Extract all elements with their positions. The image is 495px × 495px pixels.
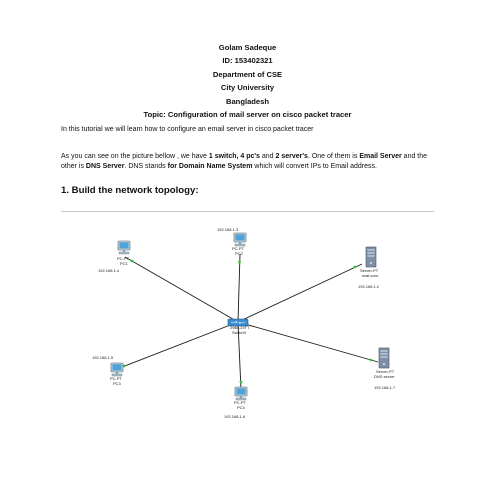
pc2-ip: 192.168.1.3	[217, 227, 239, 232]
para-server-count: 2 server's	[275, 153, 308, 160]
switch-model: 2960-24TT	[230, 325, 250, 330]
intro-paragraph: In this tutorial we will learn how to co…	[61, 126, 314, 133]
server-icon	[365, 246, 377, 268]
link-dot	[369, 358, 373, 362]
pc3-ip: 192.168.1.5	[92, 355, 114, 360]
link-dot	[239, 380, 243, 384]
switch-node[interactable]: 2960-24TT Switch0	[227, 318, 250, 335]
mail-server-name: mail.com	[362, 273, 379, 278]
pc1-ip: 192.168.1.4	[98, 268, 120, 273]
para-text-1: As you can see on the picture bellow , w…	[61, 153, 209, 160]
switch-name: Switch0	[232, 330, 247, 335]
links	[116, 253, 379, 391]
link-dot	[353, 265, 357, 269]
pc2-icon	[233, 232, 247, 247]
topic: Topic: Configuration of mail server on c…	[143, 110, 352, 120]
department: Department of CSE	[212, 69, 283, 79]
para-email-server: Email Server	[359, 153, 402, 160]
link-status-dots	[122, 259, 373, 384]
pc3-icon	[110, 362, 124, 377]
para-text-and: and	[259, 153, 276, 160]
pc1-node[interactable]: PC-PT PC1 192.168.1.4	[98, 240, 131, 273]
description-paragraph: As you can see on the picture bellow , w…	[61, 152, 441, 172]
link-pc1	[124, 256, 239, 323]
topology-svg: 2960-24TT Switch0 192.168.1.3 PC-PT PC2 …	[92, 227, 396, 419]
link-pc3	[116, 321, 239, 370]
server-icon	[378, 347, 390, 369]
pc3-name: PC3	[113, 381, 122, 386]
pc4-node[interactable]: PC-PT PC4 192.168.1.6	[224, 386, 248, 419]
mail-server-ip: 192.168.1.2	[358, 284, 380, 289]
dns-server-type: Server-PT	[376, 369, 395, 374]
mail-server-node[interactable]: Server-PT mail.com 192.168.1.2	[358, 246, 380, 289]
para-switch-count: 1 switch, 4 pc's	[208, 153, 260, 160]
link-dot	[130, 259, 134, 263]
mail-server-type: Server-PT	[360, 268, 379, 273]
divider	[61, 211, 434, 212]
para-text-3: and the other is	[61, 153, 428, 170]
section-heading: 1. Build the network topology:	[61, 185, 199, 196]
para-dns-full: for Domain Name System	[167, 163, 253, 170]
para-dns-server: DNS Server	[85, 163, 125, 170]
para-text-5: which will convert IPs to Email address.	[252, 163, 377, 170]
author-id: ID: 153402321	[222, 56, 273, 66]
dns-server-ip: 192.168.1.7	[374, 385, 396, 390]
pc3-type: PC-PT	[110, 376, 123, 381]
pc2-name: PC2	[235, 251, 244, 256]
pc1-name: PC1	[120, 261, 129, 266]
link-pc4	[237, 321, 242, 391]
switch-icon	[227, 318, 249, 327]
pc2-type: PC-PT	[232, 246, 245, 251]
pc2-node[interactable]: 192.168.1.3 PC-PT PC2	[217, 227, 247, 256]
pc1-icon	[117, 240, 131, 255]
link-dot	[122, 364, 126, 368]
author-name: Golam Sadeque	[218, 43, 277, 52]
author-header: Golam Sadeque ID: 153402321 Department o…	[0, 41, 495, 121]
dns-server-node[interactable]: Server-PT DNS server 192.168.1.7	[374, 347, 396, 390]
para-text-2: . One of them is	[307, 153, 360, 160]
pc4-icon	[234, 386, 248, 401]
link-dns-server	[237, 321, 379, 363]
link-mail-server	[237, 263, 363, 323]
network-topology-diagram: 2960-24TT Switch0 192.168.1.3 PC-PT PC2 …	[60, 220, 440, 430]
pc1-type: PC-PT	[117, 256, 130, 261]
para-text-4: . DNS stands	[124, 163, 168, 170]
pc4-ip: 192.168.1.6	[224, 414, 246, 419]
pc4-name: PC4	[237, 405, 246, 410]
pc4-type: PC-PT	[234, 400, 247, 405]
country: Bangladesh	[225, 96, 270, 106]
link-pc2	[237, 253, 241, 323]
pc3-node[interactable]: 192.168.1.5 PC-PT PC3	[92, 355, 124, 386]
link-dot	[238, 260, 241, 264]
university: City University	[220, 83, 275, 93]
dns-server-name: DNS server	[374, 374, 395, 379]
